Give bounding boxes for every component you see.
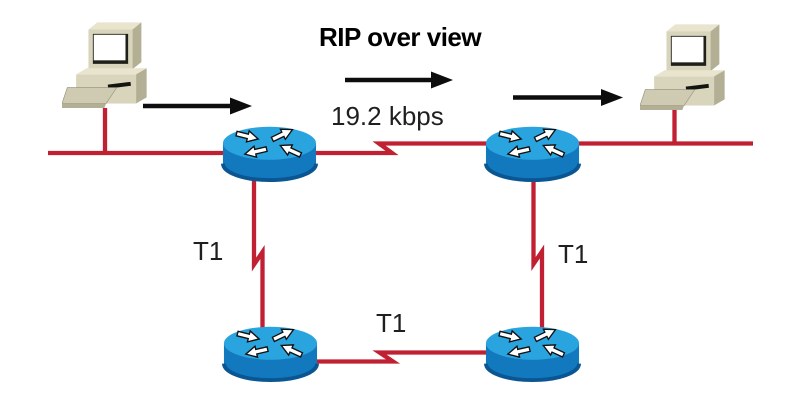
router-icon-bottom-right	[486, 325, 579, 381]
link-t1-left	[251, 176, 265, 340]
workstation-icon-right	[640, 23, 726, 111]
link-t1-bottom	[310, 350, 489, 364]
router-icon-bottom-left	[224, 325, 317, 381]
t1-label-bottom: T1	[376, 308, 407, 338]
router-icon-top-left	[223, 125, 316, 181]
flow-arrow-middle	[345, 71, 453, 89]
workstation-icon-left	[62, 21, 148, 109]
link-ethernet-wan-horizontal	[48, 141, 753, 156]
wan-speed-label: 19.2 kbps	[331, 101, 444, 131]
t1-label-left: T1	[193, 236, 224, 266]
t1-label-right: T1	[558, 239, 589, 269]
flow-arrow-right	[513, 89, 623, 106]
router-icon-top-right	[486, 125, 579, 181]
flow-arrow-left	[143, 97, 252, 115]
link-t1-right	[531, 176, 545, 340]
diagram-title: RIP over view	[319, 22, 482, 52]
